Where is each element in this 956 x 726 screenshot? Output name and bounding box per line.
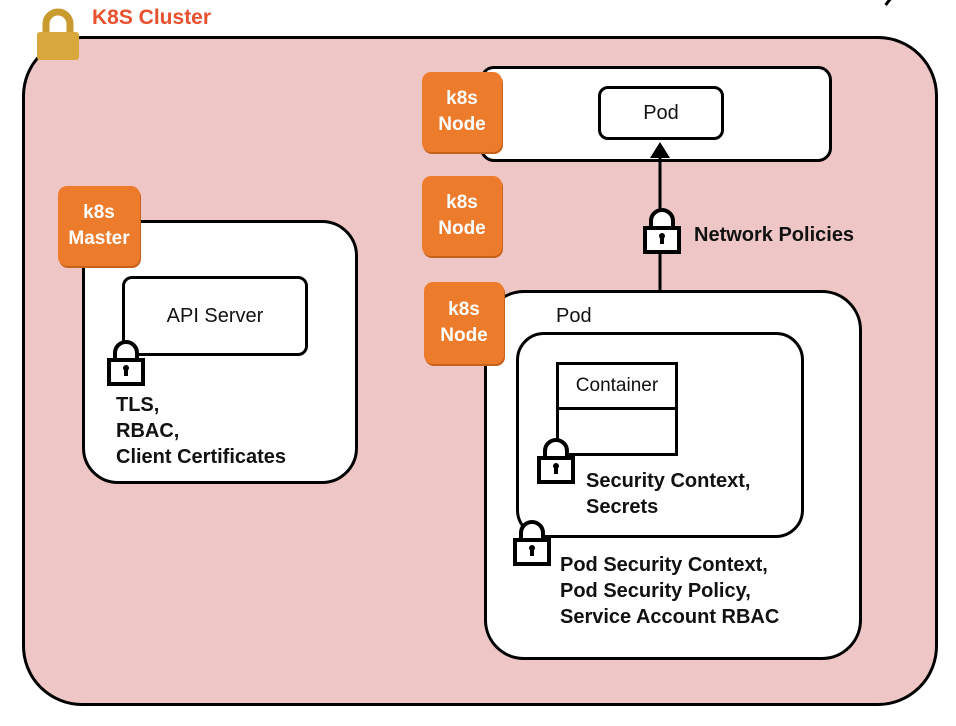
container-security-text: Security Context, Secrets bbox=[586, 470, 751, 518]
network-policies-label: Network Policies bbox=[694, 224, 855, 246]
badge-k8s-node-3: k8s Node bbox=[424, 282, 504, 364]
api-server-lock-icon bbox=[106, 338, 146, 386]
container-lock-icon bbox=[536, 436, 576, 484]
badge-k8s-node-2: k8s Node bbox=[422, 176, 502, 256]
node1-pod-box: Pod bbox=[598, 86, 724, 140]
container-box: Container bbox=[556, 362, 678, 456]
node3-pod-label: Pod bbox=[556, 305, 592, 327]
cluster-title: K8S Cluster bbox=[92, 6, 212, 29]
container-header: Container bbox=[559, 365, 675, 410]
container-label: Container bbox=[575, 375, 659, 396]
network-lock-icon bbox=[642, 206, 682, 254]
master-security-text: TLS, RBAC, Client Certificates bbox=[116, 394, 287, 468]
api-server-label: API Server bbox=[166, 304, 264, 327]
node1-pod-label: Pod bbox=[643, 101, 679, 124]
api-server-box: API Server bbox=[122, 276, 308, 356]
pod-lock-icon bbox=[512, 518, 552, 566]
badge-k8s-node-1: k8s Node bbox=[422, 72, 502, 152]
badge-k8s-master: k8s Master bbox=[58, 186, 140, 266]
pod-security-text: Pod Security Context, Pod Security Polic… bbox=[560, 554, 780, 628]
cluster-lock-icon bbox=[34, 8, 82, 62]
